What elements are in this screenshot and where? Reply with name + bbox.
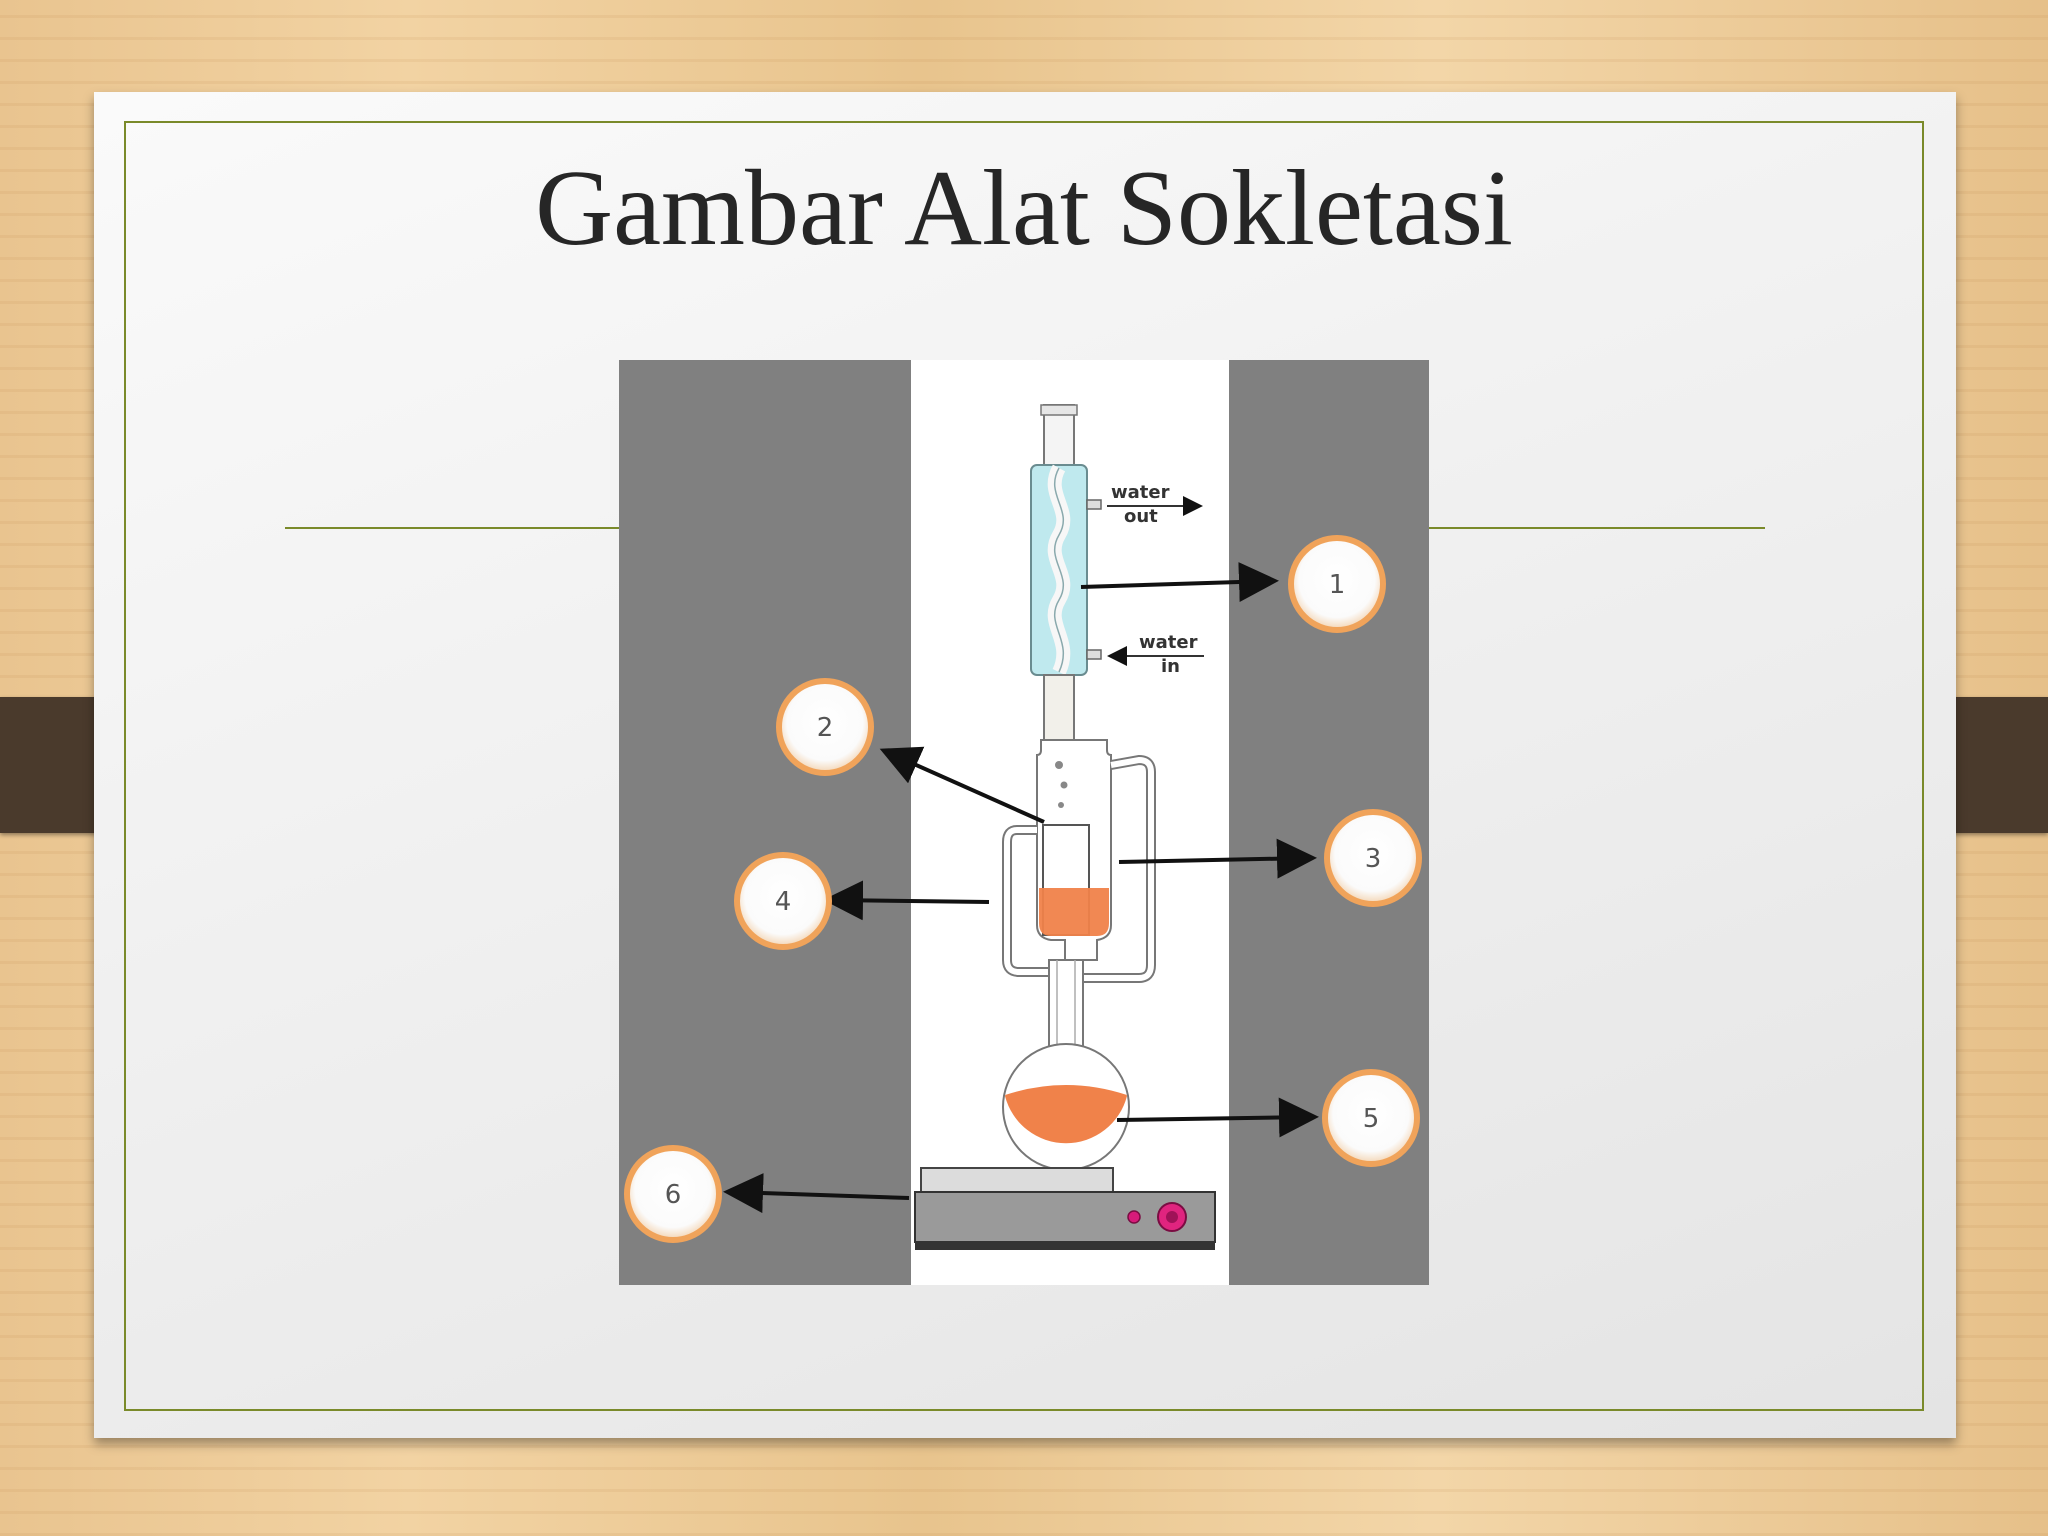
heater-knob-small [1127, 1210, 1141, 1224]
solvent-drip [1055, 761, 1063, 769]
slide-title: Gambar Alat Sokletasi [535, 149, 1513, 268]
extractor-solvent [1039, 888, 1109, 936]
pointer-2 [879, 746, 1045, 824]
water-in-label-line1: water [1139, 632, 1198, 653]
heater-top-plate [920, 1167, 1114, 1193]
flask-neck-joint [1048, 959, 1084, 1051]
svg-text:4: 4 [775, 887, 792, 917]
callout-3: 3 [1324, 809, 1422, 907]
adapter-joint [1043, 674, 1075, 741]
soxhlet-figure: water out water in [619, 360, 1429, 1285]
callout-5: 5 [1322, 1069, 1420, 1167]
pointer-6 [723, 1173, 910, 1214]
water-out-label-line1: water [1111, 482, 1170, 503]
slide-frame [124, 121, 1924, 1411]
pointer-1 [1080, 562, 1279, 603]
callout-2: 2 [776, 678, 874, 776]
svg-text:1: 1 [1329, 570, 1346, 600]
water-out-label-line2: out [1124, 506, 1158, 527]
svg-text:5: 5 [1363, 1104, 1380, 1134]
callout-6: 6 [624, 1145, 722, 1243]
water-in-label-line2: in [1161, 656, 1180, 677]
pointer-4 [823, 880, 990, 921]
right-divider-line [1420, 527, 1765, 529]
pointer-5 [1116, 1097, 1319, 1138]
water-in-nozzle [1086, 649, 1102, 660]
svg-text:2: 2 [817, 713, 834, 743]
svg-text:6: 6 [665, 1180, 682, 1210]
water-out-nozzle [1086, 499, 1102, 510]
left-divider-line [285, 527, 625, 529]
pointer-3 [1118, 838, 1317, 879]
callout-1: 1 [1288, 535, 1386, 633]
callout-4: 4 [734, 852, 832, 950]
svg-text:3: 3 [1365, 844, 1382, 874]
